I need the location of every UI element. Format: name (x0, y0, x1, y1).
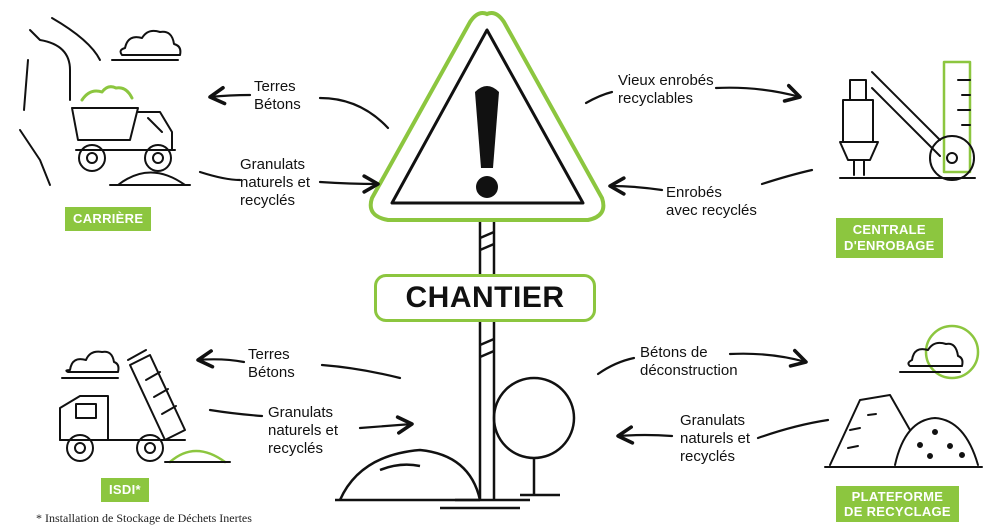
flow-text: recyclés (680, 448, 736, 465)
flow-label-carriere-in: Granulats naturels et recyclés (240, 156, 310, 210)
arrow-to-carriere (318, 96, 390, 130)
arrow-to-carriere-head (208, 85, 252, 106)
flow-text: Enrobés (666, 184, 722, 201)
arrow-from-isdi (208, 408, 264, 418)
carriere-badge-text: CARRIÈRE (73, 211, 144, 226)
asphalt-plant-icon (839, 60, 976, 181)
plateforme-badge: PLATEFORME DE RECYCLAGE (836, 486, 959, 522)
flow-text: naturels et (268, 422, 339, 439)
flow-text: naturels et (680, 430, 751, 447)
centrale-badge-line2: D'ENROBAGE (844, 238, 935, 253)
plateforme-badge-line2: DE RECYCLAGE (844, 504, 951, 519)
arrow-to-isdi (320, 363, 402, 380)
dirt-mound-icon (335, 448, 482, 502)
flow-label-centrale-in: Enrobés avec recyclés (666, 184, 757, 220)
exclamation-dot (476, 176, 498, 198)
flow-text: Granulats (680, 412, 746, 429)
flow-text: Bétons de (640, 344, 708, 361)
flow-text: Granulats (268, 404, 334, 421)
flow-text: recyclés (240, 192, 296, 209)
flow-text: recyclés (268, 440, 324, 457)
flow-text: avec recyclés (666, 202, 757, 219)
flow-text: déconstruction (640, 362, 738, 379)
flow-text: Terres (248, 346, 290, 363)
chantier-text: CHANTIER (405, 281, 565, 314)
recycling-platform-icon (824, 324, 983, 468)
arrow-from-carriere (198, 170, 242, 182)
flow-text: naturels et (240, 174, 311, 191)
arrow-from-plateforme-head (616, 425, 674, 445)
dump-truck-icon (19, 17, 191, 186)
flow-label-isdi-in: Granulats naturels et recyclés (268, 404, 338, 458)
warning-sign-icon (368, 11, 606, 222)
flow-label-centrale-out: Vieux enrobés recyclables (618, 72, 714, 108)
centrale-badge-line1: CENTRALE (852, 222, 926, 237)
arrow-from-carriere-head (318, 174, 380, 194)
sign-post (440, 222, 530, 510)
flow-text: recyclables (618, 90, 694, 107)
flow-label-carriere-out: Terres Bétons (254, 78, 301, 114)
flow-text: Bétons (254, 96, 301, 113)
flow-text: Vieux enrobés (618, 72, 714, 89)
arrow-to-plateforme-head (728, 348, 808, 368)
arrow-from-centrale-head (608, 176, 664, 196)
tree-icon (492, 376, 576, 497)
isdi-badge-text: ISDI* (109, 482, 141, 497)
arrow-from-plateforme (756, 418, 830, 440)
arrow-from-isdi-head (358, 415, 414, 435)
tipper-truck-icon (59, 349, 231, 464)
centrale-badge: CENTRALE D'ENROBAGE (836, 218, 943, 258)
footnote: * Installation de Stockage de Déchets In… (36, 511, 252, 525)
arrow-to-centrale-head (714, 83, 802, 103)
flow-arrows (196, 83, 830, 445)
arrow-to-plateforme (596, 356, 636, 376)
plateforme-badge-line1: PLATEFORME (851, 489, 944, 504)
flow-label-plateforme-in: Granulats naturels et recyclés (680, 412, 750, 466)
isdi-badge: ISDI* (101, 478, 149, 502)
carriere-badge: CARRIÈRE (65, 207, 152, 231)
flow-label-isdi-out: Terres Bétons (248, 346, 295, 382)
arrow-from-centrale (760, 168, 814, 186)
flow-text: Granulats (240, 156, 306, 173)
arrow-to-centrale (584, 90, 614, 105)
flow-text: Bétons (248, 364, 295, 381)
chantier-label: CHANTIER (374, 274, 596, 322)
arrow-to-isdi-head (196, 349, 246, 369)
flow-text: Terres (254, 78, 296, 95)
flow-label-plateforme-out: Bétons de déconstruction (640, 344, 738, 380)
